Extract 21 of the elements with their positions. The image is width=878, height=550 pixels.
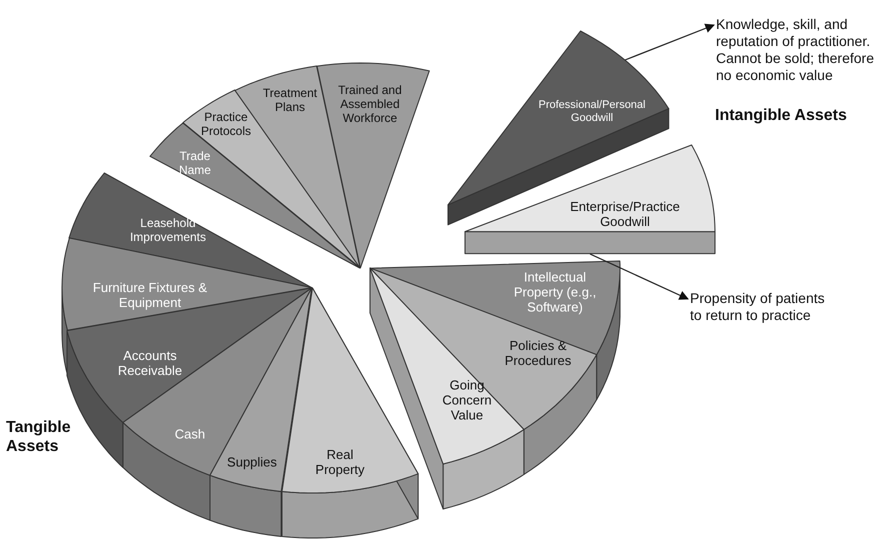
slice-label: Policies & Procedures bbox=[504, 338, 572, 368]
slice-label: Intellectual Property (e.g., Software) bbox=[512, 269, 598, 314]
slice-label: Leasehold Improvements bbox=[128, 216, 207, 244]
slice-label: Real Property bbox=[314, 447, 366, 477]
slice-label: Going Concern Value bbox=[441, 378, 493, 422]
slice-label: Practice Protocols bbox=[200, 110, 252, 138]
slice-label: Cash bbox=[174, 426, 206, 442]
slice-label: Trained and Assembled Workforce bbox=[337, 83, 403, 125]
group-heading: Intangible Assets bbox=[715, 106, 848, 125]
leader-arrow bbox=[624, 24, 715, 61]
annotation-text: Propensity of patients to return to practice bbox=[690, 290, 830, 324]
group-heading: Tangible Assets bbox=[6, 418, 72, 456]
leader-arrow bbox=[590, 253, 689, 300]
annotation-text: Knowledge, skill, and reputation of practitioner. Cannot be sold; therefore no economic value bbox=[716, 16, 878, 84]
slice-label: Enterprise/Practice Goodwill bbox=[569, 198, 681, 229]
slice-label: Treatment Plans bbox=[262, 86, 318, 114]
slice-label: Professional/Personal Goodwill bbox=[537, 98, 646, 125]
slice-label: Trade Name bbox=[178, 148, 212, 177]
slice-label: Furniture Fixtures & Equipment bbox=[92, 280, 208, 310]
slice-label: Accounts Receivable bbox=[116, 348, 184, 378]
slice-label: Supplies bbox=[226, 454, 278, 470]
